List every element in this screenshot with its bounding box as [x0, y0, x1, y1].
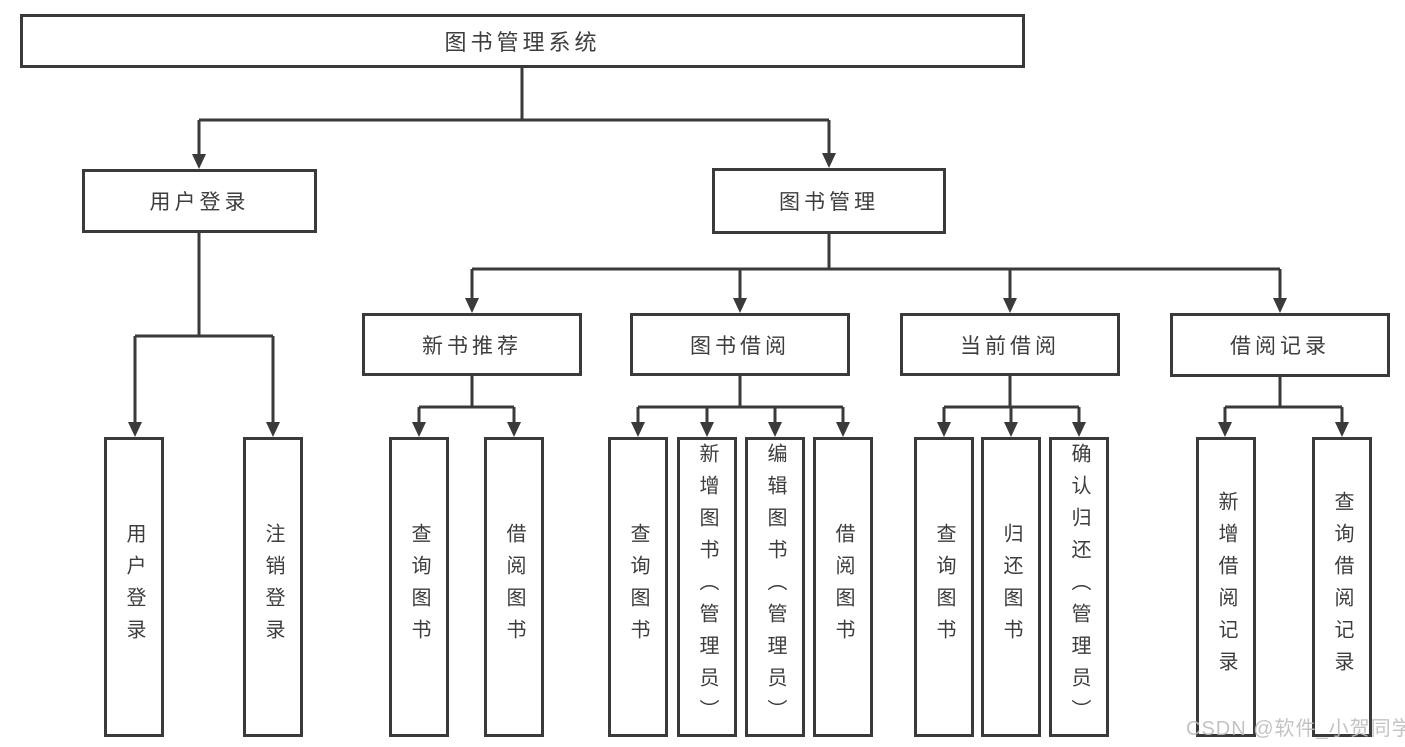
leaf-confirm-return-admin: 确认归还（管理员）	[1049, 437, 1109, 737]
leaf-query-books-borrowing: 查询图书	[608, 437, 668, 737]
leaf-add-books-admin: 新增图书（管理员）	[677, 437, 737, 737]
node-user-login: 用户登录	[82, 169, 317, 233]
leaf-edit-books-admin: 编辑图书（管理员）	[745, 437, 805, 737]
leaf-query-books-current: 查询图书	[914, 437, 974, 737]
leaf-logout: 注销登录	[243, 437, 303, 737]
leaf-return-books: 归还图书	[981, 437, 1041, 737]
node-current-borrowing: 当前借阅	[900, 313, 1120, 376]
node-borrowing-records: 借阅记录	[1170, 313, 1390, 377]
node-book-borrowing: 图书借阅	[630, 313, 850, 376]
leaf-query-borrow-record: 查询借阅记录	[1312, 437, 1372, 737]
csdn-watermark: CSDN @软件_小贺同学	[1186, 718, 1405, 740]
leaf-user-login: 用户登录	[104, 437, 164, 737]
node-new-book-recommend: 新书推荐	[362, 313, 582, 376]
node-root-system: 图书管理系统	[20, 14, 1025, 68]
leaf-add-borrow-record: 新增借阅记录	[1196, 437, 1256, 737]
connector-paths	[133, 68, 1344, 424]
leaf-borrow-books-recommend: 借阅图书	[484, 437, 544, 737]
leaf-borrow-books-borrowing: 借阅图书	[813, 437, 873, 737]
leaf-query-books-recommend: 查询图书	[389, 437, 449, 737]
node-book-management: 图书管理	[712, 168, 946, 234]
